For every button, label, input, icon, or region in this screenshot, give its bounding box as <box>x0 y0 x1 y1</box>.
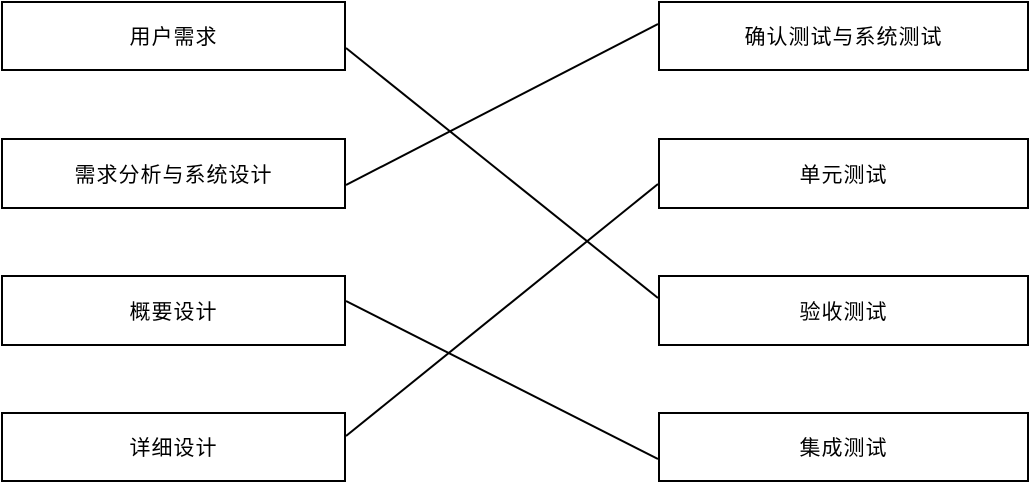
box-label: 集成测试 <box>799 436 888 460</box>
box-detailed-design: 详细设计 <box>1 412 346 482</box>
box-acceptance-test: 验收测试 <box>658 275 1029 346</box>
box-requirements-analysis-system-design: 需求分析与系统设计 <box>1 138 346 209</box>
box-label: 确认测试与系统测试 <box>744 25 943 49</box>
connector-detailed-design-to-unit-test <box>345 183 659 437</box>
box-label: 详细设计 <box>129 436 218 460</box>
box-confirmation-and-system-test: 确认测试与系统测试 <box>658 1 1029 71</box>
box-label: 需求分析与系统设计 <box>74 162 273 187</box>
connector-requirements-analysis-to-system-test <box>345 23 659 186</box>
box-label: 验收测试 <box>799 299 888 324</box>
box-label: 用户需求 <box>129 25 218 49</box>
box-unit-test: 单元测试 <box>658 138 1029 209</box>
box-user-requirements: 用户需求 <box>1 1 346 71</box>
connector-outline-design-to-integration-test <box>345 300 659 460</box>
box-outline-design: 概要设计 <box>1 275 346 346</box>
connector-user-requirements-to-acceptance-test <box>345 47 659 299</box>
box-label: 概要设计 <box>129 299 218 324</box>
box-integration-test: 集成测试 <box>658 412 1029 482</box>
box-label: 单元测试 <box>799 162 888 187</box>
